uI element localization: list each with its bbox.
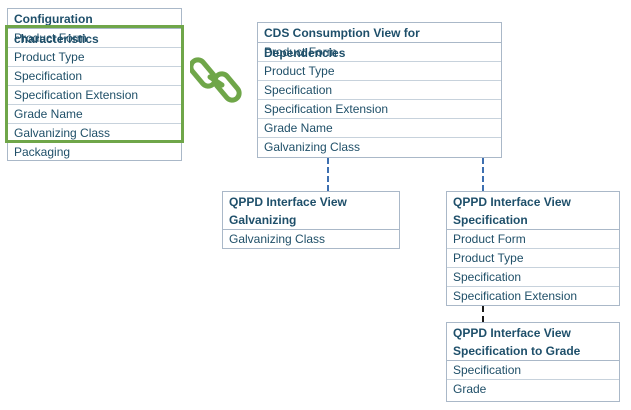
grade-row-grade: Grade: [453, 382, 487, 396]
config-row-specification: Specification: [8, 67, 181, 86]
qppd-specification-to-grade-box: QPPD Interface View Specification to Gra…: [446, 322, 620, 402]
qppd-specification-title: QPPD Interface View Specification: [447, 192, 619, 230]
qppd-grade-title-line1: QPPD Interface View: [453, 326, 571, 340]
connector-cds-to-galvanizing: [327, 158, 329, 191]
config-row-product-form: Product Form: [8, 29, 181, 48]
config-row-specification-extension: Specification Extension: [8, 86, 181, 105]
spec-row-product-type: Product Type: [447, 249, 619, 268]
qppd-galvanizing-title-line2: Galvanizing: [229, 213, 297, 227]
cds-row-specification-extension: Specification Extension: [258, 100, 501, 119]
cds-consumption-view-box: CDS Consumption View for Dependencies Pr…: [257, 22, 502, 158]
qppd-specification-box: QPPD Interface View Specification Produc…: [446, 191, 620, 306]
qppd-specification-title-line2: Specification: [453, 213, 528, 227]
connector-cds-to-specification: [482, 158, 484, 191]
qppd-specification-title-line1: QPPD Interface View: [453, 195, 571, 209]
config-row-grade-name: Grade Name: [8, 105, 181, 124]
spec-row-specification: Specification: [447, 268, 619, 287]
linked-characteristics-highlight: [5, 25, 184, 143]
cds-row-specification: Specification: [258, 81, 501, 100]
qppd-galvanizing-title: QPPD Interface View Galvanizing: [223, 192, 399, 230]
cds-consumption-view-title: CDS Consumption View for Dependencies: [258, 23, 501, 60]
config-row-product-type: Product Type: [8, 48, 181, 67]
config-characteristics-box: Configuration characteristics Product Fo…: [7, 8, 182, 161]
config-characteristics-title: Configuration characteristics: [8, 9, 181, 46]
cds-row-product-type: Product Type: [258, 62, 501, 81]
grade-row-specification: Specification: [447, 361, 619, 380]
spec-row-specification-extension: Specification Extension: [453, 289, 578, 303]
qppd-grade-title-line2: Specification to Grade: [453, 344, 581, 358]
connector-specification-to-grade: [482, 306, 484, 322]
cds-row-product-form: Product Form: [258, 43, 501, 62]
chain-link-icon: [190, 57, 242, 103]
qppd-galvanizing-box: QPPD Interface View Galvanizing Galvaniz…: [222, 191, 400, 249]
cds-row-galvanizing-class: Galvanizing Class: [264, 140, 361, 154]
cds-row-grade-name: Grade Name: [258, 119, 501, 138]
galv-row-galvanizing-class: Galvanizing Class: [229, 232, 326, 246]
config-row-packaging: Packaging: [14, 145, 71, 159]
qppd-grade-title: QPPD Interface View Specification to Gra…: [447, 323, 619, 361]
qppd-galvanizing-title-line1: QPPD Interface View: [229, 195, 347, 209]
spec-row-product-form: Product Form: [447, 230, 619, 249]
